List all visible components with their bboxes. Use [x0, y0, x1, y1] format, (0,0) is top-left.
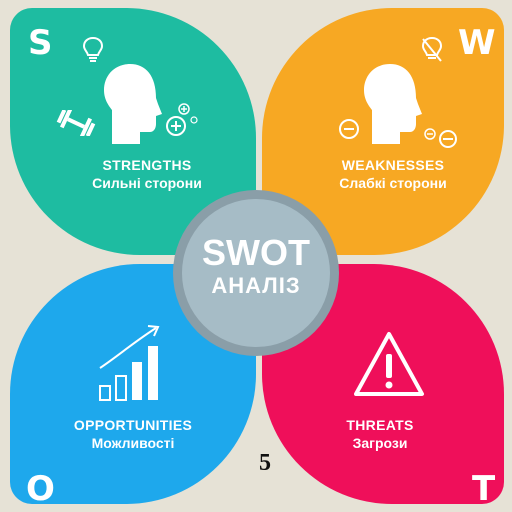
opportunities-letter: O — [26, 469, 55, 509]
strengths-title-en: STRENGTHS — [102, 157, 192, 173]
threats-label: THREATS Загрози — [280, 416, 480, 452]
center-subtitle: АНАЛІЗ — [211, 273, 301, 298]
plus-circle-icon — [166, 103, 198, 136]
opportunities-title-en: OPPORTUNITIES — [73, 417, 193, 433]
weaknesses-label: WEAKNESSES Слабкі сторони — [293, 156, 493, 192]
head-icon — [104, 64, 162, 144]
dumbbell-icon — [56, 110, 96, 136]
minus-circle-icon — [339, 119, 359, 139]
swot-center-circle: SWOT АНАЛІЗ — [182, 199, 330, 347]
strengths-title-ua: Сильні сторони — [92, 175, 202, 191]
lightbulb-icon — [82, 36, 104, 62]
center-title: SWOT — [202, 232, 310, 273]
growth-chart-icon — [99, 325, 160, 401]
threats-title-en: THREATS — [346, 417, 414, 433]
warning-triangle-icon — [354, 332, 424, 396]
head-icon — [364, 64, 422, 144]
minus-circle-icon — [424, 128, 457, 148]
page-number: 5 — [259, 450, 271, 476]
strengths-label: STRENGTHS Сильні сторони — [47, 156, 247, 192]
strengths-letter: S — [28, 23, 53, 63]
weaknesses-title-en: WEAKNESSES — [341, 157, 445, 173]
threats-title-ua: Загрози — [352, 435, 408, 451]
crossed-lightbulb-icon — [421, 36, 443, 62]
swot-center-ring: SWOT АНАЛІЗ — [173, 190, 339, 356]
threats-letter: T — [472, 469, 496, 509]
weaknesses-title-ua: Слабкі сторони — [339, 175, 447, 191]
opportunities-label: OPPORTUNITIES Можливості — [33, 416, 233, 452]
opportunities-title-ua: Можливості — [91, 435, 175, 451]
weaknesses-letter: W — [458, 23, 496, 63]
